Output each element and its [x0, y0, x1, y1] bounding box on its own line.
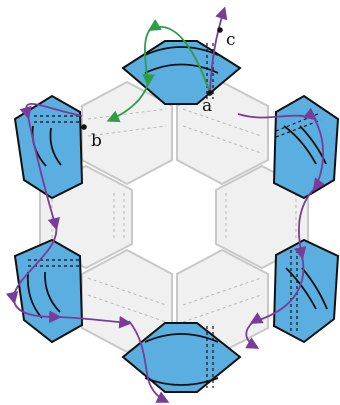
marked-points: a b c [81, 27, 236, 151]
label-b: b [91, 131, 102, 151]
trajectory-paths [5, 6, 326, 403]
tile-bottom [121, 322, 242, 393]
tile-lower-left [13, 238, 84, 344]
point-b [81, 124, 87, 130]
purple-trajectory-right [237, 107, 326, 349]
label-a: a [202, 96, 212, 116]
purple-trajectory-left [5, 103, 132, 329]
label-c: c [226, 30, 236, 50]
purple-trajectory-bottom [128, 320, 170, 403]
tile-lower-right [272, 238, 340, 344]
point-c [217, 27, 223, 33]
green-trajectory [106, 19, 211, 123]
purple-trajectory-top [209, 6, 228, 94]
tile-upper-right [272, 94, 340, 200]
tile-upper-left [13, 94, 84, 200]
point-a [207, 90, 213, 96]
